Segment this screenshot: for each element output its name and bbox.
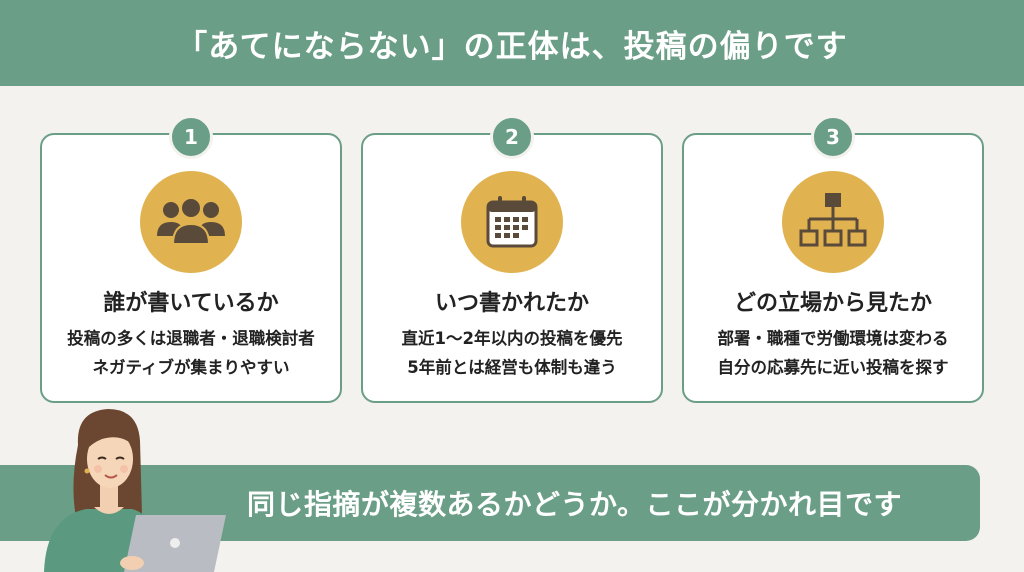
card-number-badge: 2: [490, 115, 534, 159]
card-description-line: 投稿の多くは退職者・退職検討者: [67, 329, 315, 348]
card-number-badge: 1: [169, 115, 213, 159]
card-who-wrote: 1 誰が書いているか 投稿の多くは退職者・退職検討者 ネガティブが集まりやすい: [40, 115, 342, 403]
card-description-line: ネガティブが集まりやすい: [92, 358, 290, 377]
card-number-badge: 3: [811, 115, 855, 159]
page-title: 「あてにならない」の正体は、投稿の偏りです: [176, 28, 848, 65]
people-group-icon: [140, 171, 242, 273]
card-title: 誰が書いているか: [103, 291, 279, 316]
card-title: いつ書かれたか: [434, 291, 589, 316]
card-description-line: 部署・職種で労働環境は変わる: [717, 329, 949, 348]
card-title: どの立場から見たか: [733, 291, 932, 316]
card-when-written: 2 いつ書かれたか 直近1〜2年以内の投稿を優先 5年前とは経営も体制も違う: [361, 115, 663, 403]
calendar-icon: [461, 171, 563, 273]
header-banner: 「あてにならない」の正体は、投稿の偏りです: [0, 0, 1024, 86]
card-description-line: 直近1〜2年以内の投稿を優先: [401, 329, 623, 348]
footer-message: 同じ指摘が複数あるかどうか。ここが分かれ目です: [247, 488, 902, 521]
card-description-line: 自分の応募先に近い投稿を探す: [717, 358, 949, 377]
card-which-position: 3 どの立場から見たか 部署・職種で労働環境は変わる 自分の応募先に近い投稿を探…: [682, 115, 984, 403]
woman-with-laptop-illustration: [44, 409, 226, 572]
org-chart-icon: [782, 171, 884, 273]
card-description-line: 5年前とは経営も体制も違う: [407, 358, 617, 377]
